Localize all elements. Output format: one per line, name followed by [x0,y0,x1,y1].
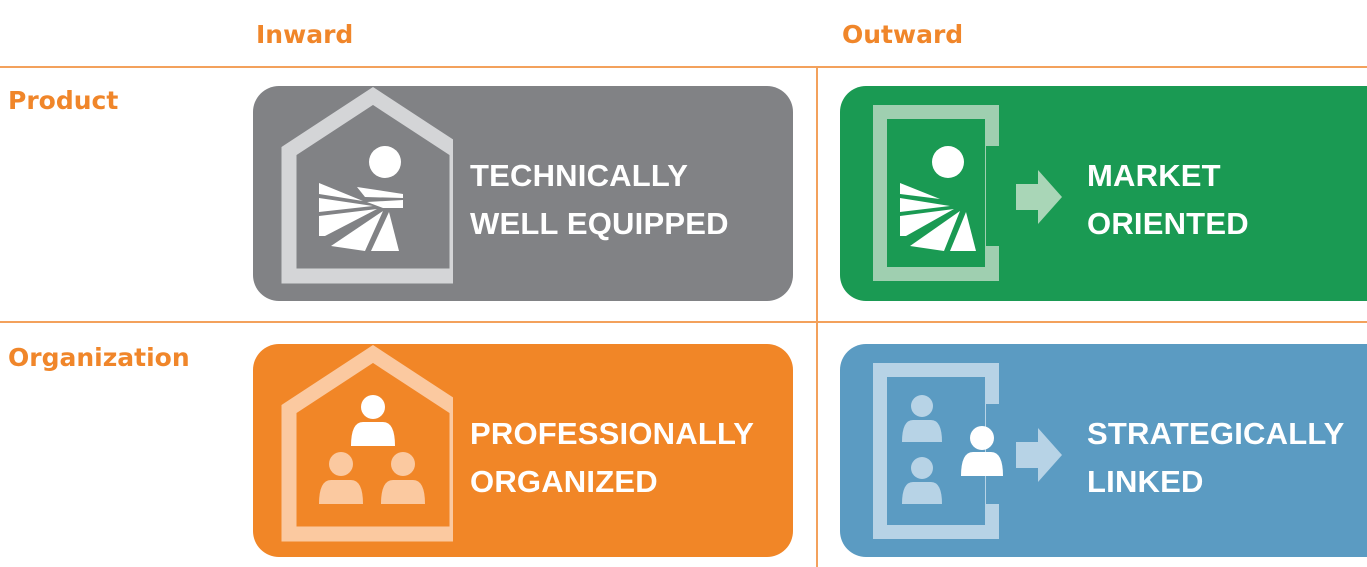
card-label-line1: MARKET [1087,158,1221,193]
column-header-outward: Outward [842,20,964,49]
person-icon [902,395,942,504]
card-label-technically: TECHNICALLY WELL EQUIPPED [470,152,729,248]
card-label-line2: WELL EQUIPPED [470,206,729,241]
card-label-line1: PROFESSIONALLY [470,416,755,451]
card-strategically-linked: STRATEGICALLY LINKED [840,344,1367,557]
card-label-line2: ORIENTED [1087,206,1249,241]
row-divider-line [0,321,1367,323]
card-label-line2: ORGANIZED [470,464,658,499]
people-arrow-out-icon [873,363,1062,539]
house-people-icon [281,345,453,542]
column-divider-line [816,66,818,567]
card-label-market: MARKET ORIENTED [1087,152,1249,248]
card-label-strategically: STRATEGICALLY LINKED [1087,410,1345,506]
person-icon [319,452,425,504]
card-label-line1: TECHNICALLY [470,158,689,193]
person-icon [351,395,395,446]
card-label-professionally: PROFESSIONALLY ORGANIZED [470,410,754,506]
header-divider-line [0,66,1367,68]
row-header-product: Product [8,86,119,115]
card-technically-well-equipped: TECHNICALLY WELL EQUIPPED [253,86,793,301]
row-header-organization: Organization [8,343,190,372]
card-label-line1: STRATEGICALLY [1087,416,1345,451]
house-landscape-icon [281,87,453,284]
landscape-arrow-out-icon [873,105,1062,281]
card-label-line2: LINKED [1087,464,1204,499]
column-header-inward: Inward [256,20,354,49]
card-professionally-organized: PROFESSIONALLY ORGANIZED [253,344,793,557]
card-market-oriented: MARKET ORIENTED [840,86,1367,301]
person-icon [961,426,1003,476]
